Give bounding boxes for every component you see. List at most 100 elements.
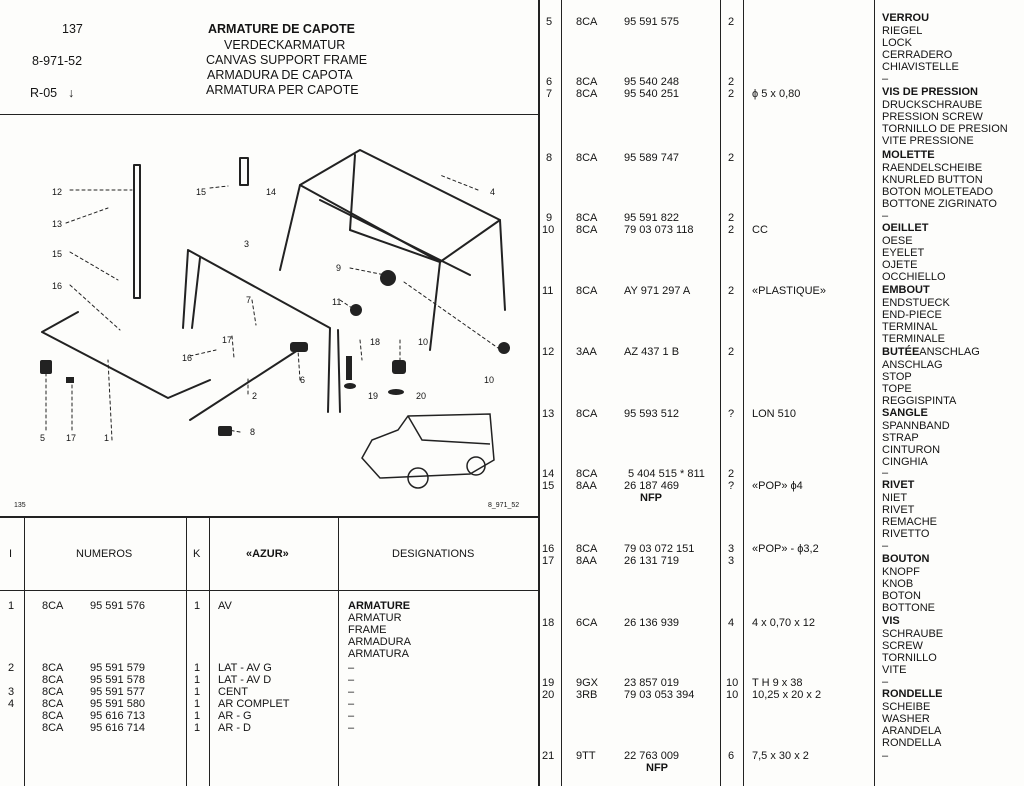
designation-line: CINTURON <box>882 444 941 456</box>
header-bottom-rule <box>0 114 538 115</box>
right-row-number: 95 589 747 <box>624 152 680 164</box>
designation-dash: – <box>882 750 889 762</box>
title-es: ARMADURA DE CAPOTA <box>207 68 353 82</box>
designation-line: OJETE <box>882 259 918 271</box>
left-row-item: 3 <box>8 686 15 698</box>
right-row-qty: 2 <box>728 76 735 88</box>
right-row-item: 17 <box>542 555 555 567</box>
right-row-number: 79 03 053 394 <box>624 689 695 701</box>
left-col-divider-4 <box>338 518 339 786</box>
designation-dash: – <box>348 722 355 734</box>
right-row-qty: 10 <box>726 689 739 701</box>
designation-line: FRAME <box>348 624 387 636</box>
designation-bold: OEILLET <box>882 222 929 234</box>
left-row-qty: 1 <box>194 600 201 612</box>
diagram-callout-12: 10 <box>418 337 429 347</box>
designation-line: OESE <box>882 235 913 247</box>
left-row-qty: 1 <box>194 698 201 710</box>
diagram-callout-19: 18 <box>370 337 381 347</box>
vehicle-sketch <box>361 413 495 489</box>
right-row-number: 26 187 469 <box>624 480 680 492</box>
right-row-number: 95 591 822 <box>624 212 680 224</box>
col-header-qty: K <box>193 548 201 560</box>
diagram-callout-15: 13 <box>52 219 63 229</box>
right-row-number: 5 404 515 * 811 <box>628 468 705 480</box>
left-row-note: AR COMPLET <box>218 698 290 710</box>
left-row-qty: 1 <box>194 674 201 686</box>
washer-part <box>344 383 356 389</box>
right-row-code: 8CA <box>576 88 598 100</box>
left-col-divider-1 <box>24 518 25 786</box>
end-piece-part <box>350 304 362 316</box>
designation-bold: MOLETTE <box>882 149 935 161</box>
designation-dash: – <box>348 674 355 686</box>
right-row-number: 79 03 073 118 <box>624 224 694 236</box>
left-row-qty: 1 <box>194 722 201 734</box>
designation-dash: – <box>348 662 355 674</box>
left-row-number: 95 591 577 <box>90 686 146 698</box>
left-row-qty: 1 <box>194 662 201 674</box>
title-fr: ARMATURE DE CAPOTE <box>208 22 355 36</box>
rear-frame-brace <box>319 199 471 276</box>
right-col-divider-3 <box>743 0 744 786</box>
designation-line: TERMINALE <box>882 333 945 345</box>
right-row-code: 3AA <box>576 346 597 358</box>
diagram-callout-3: 3 <box>244 239 250 249</box>
right-row-spec: «POP» ϕ4 <box>752 480 803 492</box>
col-header-item: I <box>9 548 13 560</box>
right-row-qty: 2 <box>728 212 735 224</box>
designation-line: EYELET <box>882 247 925 259</box>
designation-line: SCHEIBE <box>882 701 931 713</box>
diagram-bottom-rule <box>0 516 538 518</box>
down-arrow-icon: ↓ <box>68 86 75 100</box>
right-row-qty: 2 <box>728 16 735 28</box>
diagram-callout-20: 19 <box>368 391 379 401</box>
diagram-callout-5: 5 <box>40 433 46 443</box>
designation-line: CERRADERO <box>882 49 953 61</box>
right-row-item: 6 <box>546 76 553 88</box>
right-row-qty: 2 <box>728 152 735 164</box>
diagram-callout-21: 20 <box>416 391 427 401</box>
designation-line: SPANNBAND <box>882 420 950 432</box>
washer-part-21 <box>388 389 404 395</box>
right-row-number: 26 136 939 <box>624 617 680 629</box>
left-row-code: 8CA <box>42 722 64 734</box>
lock-part <box>40 360 52 374</box>
right-row-qty: 2 <box>728 346 735 358</box>
right-row-item: 5 <box>546 16 553 28</box>
designation-bold: RONDELLE <box>882 688 943 700</box>
left-row-note: AR - D <box>218 722 251 734</box>
right-row-code: 8CA <box>576 16 598 28</box>
designation-line: TERMINAL <box>882 321 938 333</box>
right-col-divider-2 <box>720 0 721 786</box>
diagram-callout-4: 4 <box>490 187 496 197</box>
right-row-code: 9TT <box>576 750 596 762</box>
col-header-azur: «AZUR» <box>246 548 289 560</box>
designation-line: REGGISPINTA <box>882 395 957 407</box>
right-row-number: NFP <box>646 762 668 774</box>
designation-dash: – <box>882 540 889 552</box>
right-row-code: 8CA <box>576 543 598 555</box>
diagram-callout-7: 7 <box>246 295 252 305</box>
right-col-divider-1 <box>561 0 562 786</box>
right-row-item: 16 <box>542 543 555 555</box>
right-row-code: 6CA <box>576 617 598 629</box>
right-row-qty: 3 <box>728 543 735 555</box>
diagram-callout-11: 11 <box>332 297 342 307</box>
left-row-code: 8CA <box>42 698 64 710</box>
right-row-spec: 10,25 x 20 x 2 <box>752 689 822 701</box>
designation-bold: SANGLE <box>882 407 928 419</box>
left-row-note: AV <box>218 600 232 612</box>
left-row-code: 8CA <box>42 674 64 686</box>
right-row-item: 19 <box>542 677 555 689</box>
diagram-callout-10: 10 <box>484 375 495 385</box>
right-row-spec: LON 510 <box>752 408 797 420</box>
right-row-number: 95 540 248 <box>624 76 680 88</box>
right-row-qty: ? <box>728 480 735 492</box>
left-row-code: 8CA <box>42 662 64 674</box>
right-row-item: 14 <box>542 468 555 480</box>
diagram-callout-6: 6 <box>300 375 306 385</box>
designation-line: ARMATURA <box>348 648 409 660</box>
designation-bold: BOUTON <box>882 553 930 565</box>
right-row-code: 8CA <box>576 76 598 88</box>
